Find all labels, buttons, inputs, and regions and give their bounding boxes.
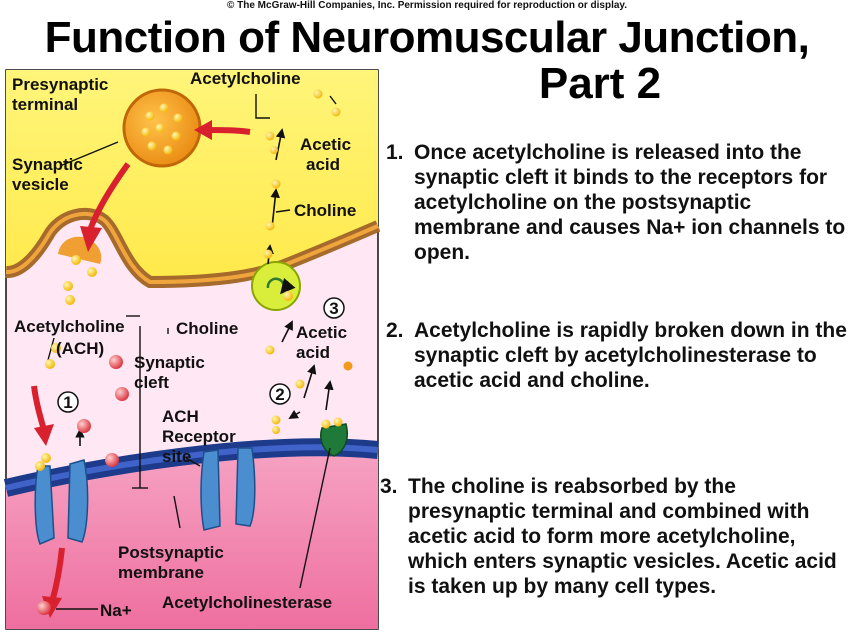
label-ach-receptor-2: Receptor <box>162 427 236 446</box>
label-ach-receptor-3: site <box>162 447 191 466</box>
svg-text:3: 3 <box>329 299 338 318</box>
step-marker-3: 3 <box>323 297 345 319</box>
label-acetic-acid-top: Acetic <box>300 135 351 154</box>
choline-reuptake-path <box>75 128 334 446</box>
label-postsynaptic-membrane-2: membrane <box>118 563 204 582</box>
acetylcholine-molecules <box>35 89 353 471</box>
step-1-number: 1. <box>386 141 404 164</box>
label-ach-receptor: ACH <box>162 407 199 426</box>
copyright-notice: © The McGraw-Hill Companies, Inc. Permis… <box>226 0 628 11</box>
label-synaptic-vesicle: Synaptic <box>12 155 83 174</box>
label-synaptic-vesicle-2: vesicle <box>12 175 69 194</box>
postsynaptic-region <box>6 447 378 629</box>
label-ach: (ACH) <box>56 339 104 358</box>
step-3-number: 3. <box>380 475 398 498</box>
ach-receptor-right <box>200 447 256 531</box>
svg-text:2: 2 <box>275 385 284 404</box>
label-acetylcholinesterase: Acetylcholinesterase <box>162 593 332 612</box>
label-synaptic-cleft: Synaptic <box>134 353 205 372</box>
label-postsynaptic-membrane: Postsynaptic <box>118 543 224 562</box>
page-title: Function of Neuromuscular Junction, <box>44 13 810 62</box>
label-acetic-acid-mid-2: acid <box>296 343 330 362</box>
label-choline-mid: Choline <box>176 319 238 338</box>
label-acetic-acid-mid: Acetic <box>296 323 347 342</box>
leader-lines <box>47 94 337 610</box>
choline-transporter <box>251 261 301 311</box>
step-marker-1: 1 <box>57 391 79 413</box>
label-acetic-acid-top-2: acid <box>306 155 340 174</box>
sodium-ions <box>37 355 129 615</box>
label-presynaptic-terminal: Presynaptic <box>12 75 108 94</box>
ach-receptor-left <box>34 459 89 545</box>
label-synaptic-cleft-2: cleft <box>134 373 169 392</box>
step-2-text: Acetylcholine is rapidly broken down in … <box>414 319 847 392</box>
synaptic-vesicle <box>122 88 202 168</box>
step-3: 3. The choline is reabsorbed by the pres… <box>380 474 848 599</box>
neuromuscular-junction-diagram: 1 2 3 Presynaptic terminal Acetylcholine… <box>3 69 380 630</box>
step-2-number: 2. <box>386 319 404 342</box>
svg-text:1: 1 <box>63 393 72 412</box>
step-1-text: Once acetylcholine is released into the … <box>414 141 846 264</box>
presynaptic-terminal-region <box>6 70 378 284</box>
step-3-text: The choline is reabsorbed by the presyna… <box>408 475 837 598</box>
acetylcholinesterase-enzyme <box>320 423 348 457</box>
label-acetylcholine-left: Acetylcholine <box>14 317 125 336</box>
step-marker-2: 2 <box>269 383 291 405</box>
label-choline-top: Choline <box>294 201 356 220</box>
label-presynaptic-terminal-2: terminal <box>12 95 78 114</box>
page-title-part: Part 2 <box>538 59 662 108</box>
vesicle-release-arrow <box>87 162 131 232</box>
label-acetylcholine-top: Acetylcholine <box>190 69 301 88</box>
recycle-arrow <box>205 127 251 135</box>
step-2: 2. Acetylcholine is rapidly broken down … <box>386 318 854 393</box>
label-na: Na+ <box>100 601 132 620</box>
step-1: 1. Once acetylcholine is released into t… <box>386 140 854 265</box>
